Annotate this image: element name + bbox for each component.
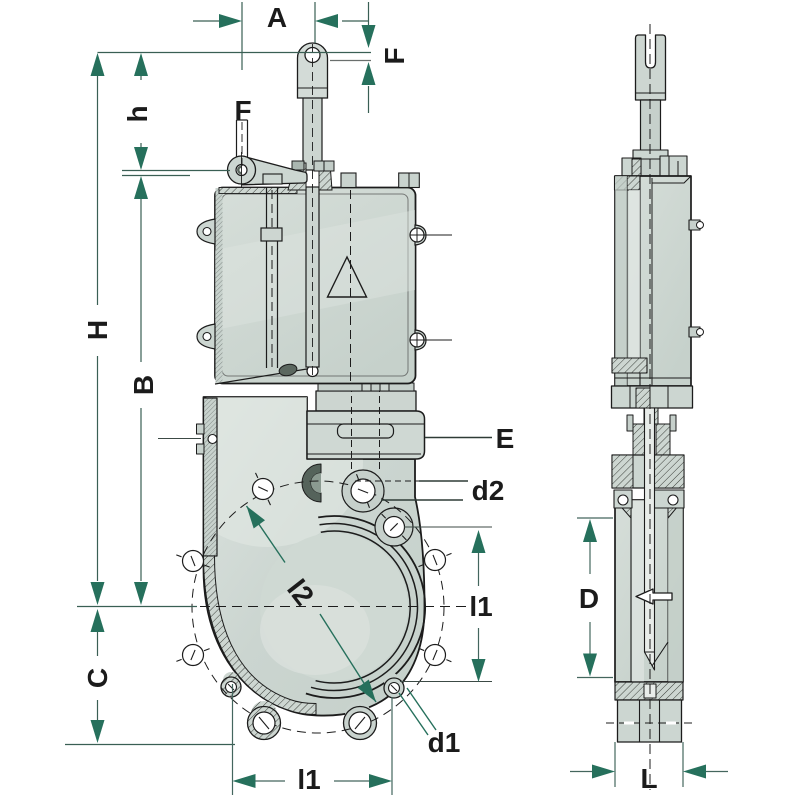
svg-text:L: L xyxy=(640,763,657,794)
svg-text:H: H xyxy=(82,320,113,340)
svg-text:d2: d2 xyxy=(472,475,505,506)
svg-text:D: D xyxy=(579,583,599,614)
svg-text:F: F xyxy=(234,95,251,126)
svg-text:C: C xyxy=(82,668,113,688)
svg-text:A: A xyxy=(267,2,287,33)
svg-text:d1: d1 xyxy=(428,727,461,758)
svg-text:l1: l1 xyxy=(297,764,320,795)
svg-text:h: h xyxy=(122,105,153,122)
svg-text:l1: l1 xyxy=(469,591,492,622)
svg-text:E: E xyxy=(496,423,515,454)
svg-text:B: B xyxy=(128,375,159,395)
svg-text:F: F xyxy=(379,47,410,64)
